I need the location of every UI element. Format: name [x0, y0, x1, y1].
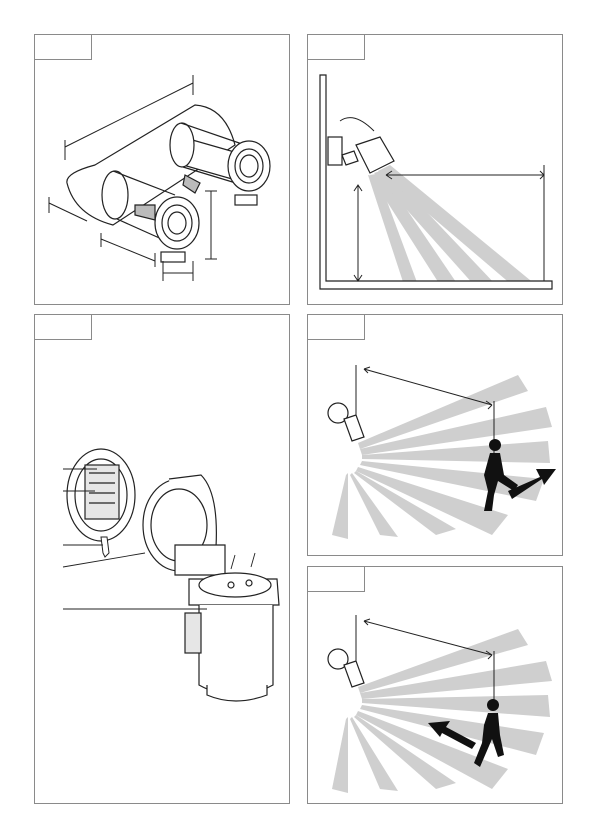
panel-installation: [34, 314, 290, 804]
detection-beams: [368, 165, 536, 285]
installation-drawing: [35, 315, 291, 805]
lamp-body-icon: [143, 475, 279, 701]
panel-detection-approach: [307, 566, 563, 804]
detection-approach-drawing: [308, 567, 564, 805]
motion-sensor-icon: [328, 649, 364, 687]
detection-crossing-drawing: [308, 315, 564, 557]
twin-spotlight-drawing: [35, 35, 291, 306]
motion-sensor-icon: [328, 403, 364, 441]
detection-beams: [332, 375, 552, 539]
panel-detection-crossing: [307, 314, 563, 556]
twin-spotlight-icon: [67, 105, 270, 262]
wall-bracket-icon: [67, 449, 135, 541]
panel-dimensions: [34, 34, 290, 305]
panel-mounting-angle: [307, 34, 563, 305]
detection-beams: [332, 629, 552, 793]
screw-icon: [101, 537, 109, 557]
mounting-angle-drawing: [308, 35, 564, 306]
